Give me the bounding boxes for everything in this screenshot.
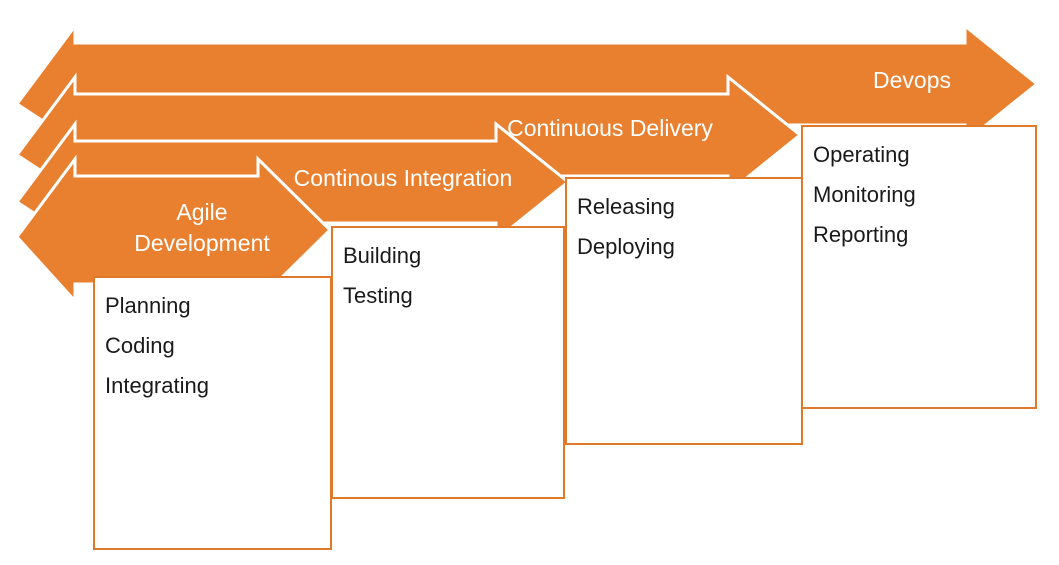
box-agile-development[interactable]: Planning Coding Integrating	[93, 276, 332, 550]
arrow-label-agile-development: Agile Development	[134, 199, 270, 256]
arrow-label-continous-integration: Continous Integration	[293, 165, 513, 191]
box-devops[interactable]: Operating Monitoring Reporting	[801, 125, 1037, 409]
box-agile-development-items: Planning Coding Integrating	[105, 293, 209, 398]
box-devops-items: Operating Monitoring Reporting	[813, 142, 916, 247]
box-continous-integration[interactable]: Building Testing	[331, 226, 565, 499]
box-continuous-delivery-items: Releasing Deploying	[577, 194, 675, 259]
arrow-label-continuous-delivery: Continuous Delivery	[507, 115, 713, 141]
arrow-label-devops: Devops	[873, 67, 951, 93]
arrow-agile-development-shape[interactable]	[15, 154, 333, 305]
box-continuous-delivery[interactable]: Releasing Deploying	[565, 177, 803, 445]
box-continous-integration-items: Building Testing	[343, 243, 422, 308]
